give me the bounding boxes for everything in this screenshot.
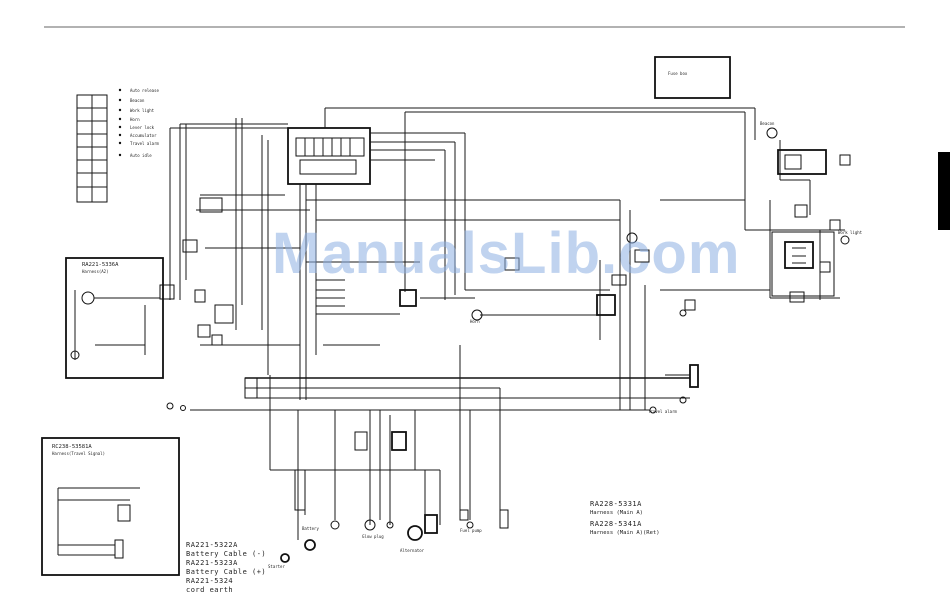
legend-text-beacon: Beacon — [130, 98, 145, 103]
label-ra228-5341a: RA228-5341A — [590, 520, 642, 528]
fuse-box-module — [287, 127, 371, 185]
label-ra221-5323a: RA221-5323A — [186, 559, 238, 567]
label-travel-alarm: Travel alarm — [648, 409, 677, 414]
component-labels: Alternator Starter Glow plug Fuel pump H… — [268, 121, 863, 569]
legend-text-auto-idle: Auto idle — [130, 153, 152, 158]
label-harness-a2: Harness(A2) — [82, 269, 109, 274]
label-battery: Battery — [302, 526, 319, 531]
sub-harness-a2: RA221-5336A Harness(A2) — [65, 257, 164, 379]
info-box — [654, 56, 731, 99]
label-fuel-pump: Fuel pump — [460, 528, 482, 533]
label-alternator: Alternator — [400, 548, 425, 553]
sub-harness-travel-signal: RC238-53581A Harness(Travel Signal) — [41, 437, 180, 576]
connectors — [159, 154, 851, 534]
legend-text-auto-release: Auto release — [130, 88, 159, 93]
label-horn: Horn — [470, 319, 480, 324]
harness-trunk — [169, 107, 845, 540]
label-harness-main-a: Harness (Main A) — [590, 510, 643, 516]
label-work-light: Work light — [838, 230, 863, 235]
section-edge-tab — [938, 152, 950, 230]
label-cord-earth: cord earth — [186, 586, 233, 594]
legend-text-horn: Horn — [130, 117, 140, 122]
label-ra228-5331a: RA228-5331A — [590, 500, 642, 508]
label-harness-travel-signal: Harness(Travel Signal) — [52, 451, 105, 456]
label-battery-cable-neg: Battery Cable (-) — [186, 550, 266, 558]
label-battery-cable-pos: Battery Cable (+) — [186, 568, 266, 576]
label-ra221-5336a: RA221-5336A — [82, 262, 119, 268]
components — [70, 127, 850, 563]
label-ra221-5324: RA221-5324 — [186, 577, 233, 585]
legend-text-work-light: Work light — [130, 108, 155, 113]
info-box-label: Fuse box — [668, 71, 688, 76]
label-harness-main-a-ret: Harness (Main A)(Ret) — [590, 530, 660, 536]
relay-panel — [771, 149, 835, 297]
legend-text-travel-alarm: Travel alarm — [130, 141, 159, 146]
legend-text-accumulator: Accumulator — [130, 133, 157, 138]
bottom-labels: RA221-5322A Battery Cable (-) RA221-5323… — [186, 500, 660, 594]
legend-table: Auto release Beacon Work light Horn Leve… — [76, 88, 159, 203]
label-rc238: RC238-53581A — [52, 444, 92, 450]
label-starter: Starter — [268, 564, 285, 569]
legend-text-lever-lock: Lever lock — [130, 125, 155, 130]
label-ra221-5322a: RA221-5322A — [186, 541, 238, 549]
label-beacon: Beacon — [760, 121, 775, 126]
label-glow-plug: Glow plug — [362, 534, 384, 539]
